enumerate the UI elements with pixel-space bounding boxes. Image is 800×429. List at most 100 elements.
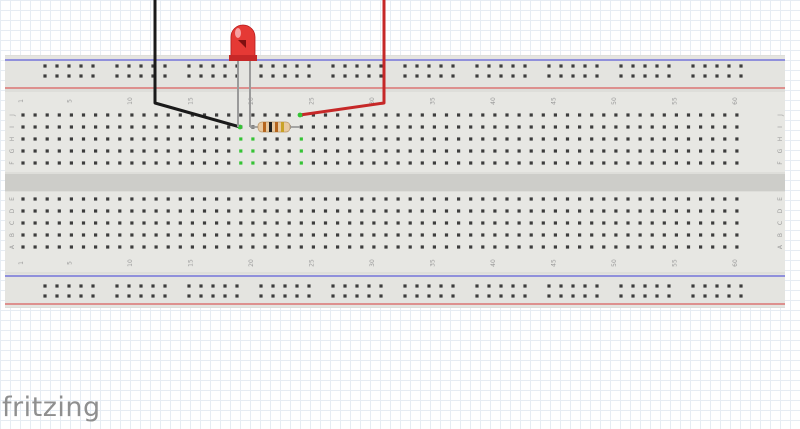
led[interactable] (229, 24, 257, 61)
breadboard-hole (650, 233, 654, 237)
breadboard-hole (420, 245, 424, 249)
breadboard-hole (614, 245, 618, 249)
rail-hole (199, 294, 203, 298)
breadboard-hole (674, 125, 678, 129)
breadboard-hole (69, 125, 73, 129)
breadboard-hole (336, 161, 340, 165)
breadboard-hole (686, 221, 691, 225)
breadboard-hole (565, 149, 570, 153)
breadboard-hole (21, 221, 25, 225)
breadboard-hole (372, 137, 376, 141)
breadboard-hole (396, 221, 400, 225)
breadboard-hole (275, 197, 279, 201)
breadboard-hole (360, 221, 364, 225)
breadboard-hole (602, 149, 606, 153)
rail-hole (451, 64, 455, 68)
breadboard-hole (626, 149, 630, 153)
breadboard-hole (723, 233, 727, 237)
breadboard-hole (311, 149, 315, 153)
breadboard-hole (348, 125, 352, 129)
breadboard-hole (553, 137, 557, 141)
breadboard-hole (299, 233, 303, 237)
breadboard-hole (553, 113, 557, 117)
breadboard-hole (94, 113, 98, 117)
breadboard-hole (481, 245, 485, 249)
rail-hole (79, 284, 83, 288)
breadboard-hole (299, 197, 303, 201)
rail-hole (559, 284, 563, 288)
breadboard-hole (529, 245, 533, 249)
breadboard-hole (287, 113, 291, 117)
breadboard-hole (578, 245, 582, 249)
resistor[interactable] (257, 121, 291, 133)
breadboard-hole (118, 209, 122, 213)
breadboard-hole (130, 209, 134, 213)
breadboard-hole (336, 137, 340, 141)
breadboard-hole (311, 161, 315, 165)
breadboard-hole (686, 233, 691, 237)
breadboard-hole (251, 197, 255, 201)
breadboard-hole (81, 197, 86, 201)
breadboard-hole (457, 125, 461, 129)
breadboard-hole (711, 137, 715, 141)
breadboard-hole (432, 161, 436, 165)
black-wire[interactable] (153, 0, 241, 129)
breadboard-hole (251, 149, 255, 153)
breadboard-hole (735, 221, 739, 225)
row-label: B (9, 233, 16, 237)
breadboard-hole (33, 197, 37, 201)
breadboard-hole (33, 113, 37, 117)
breadboard-hole (638, 149, 642, 153)
breadboard-hole (396, 197, 400, 201)
breadboard-hole (723, 245, 727, 249)
breadboard-hole (505, 221, 509, 225)
breadboard-hole (481, 233, 485, 237)
breadboard-hole (396, 233, 400, 237)
rail-hole (403, 74, 407, 78)
column-label: 5 (66, 99, 73, 103)
breadboard-hole (432, 221, 436, 225)
breadboard-hole (505, 149, 509, 153)
breadboard-hole (420, 233, 424, 237)
rail-hole (163, 294, 167, 298)
breadboard-hole (202, 125, 207, 129)
breadboard-hole (372, 245, 376, 249)
breadboard-hole (735, 113, 739, 117)
breadboard-hole (384, 113, 388, 117)
breadboard-hole (686, 245, 691, 249)
breadboard-hole (529, 197, 533, 201)
breadboard-hole (360, 209, 364, 213)
breadboard-hole (517, 113, 521, 117)
breadboard-hole (348, 221, 352, 225)
breadboard-hole (662, 233, 666, 237)
red-wire[interactable] (299, 0, 386, 117)
breadboard-hole (517, 197, 521, 201)
breadboard-hole (227, 197, 231, 201)
breadboard-hole (94, 149, 98, 153)
breadboard-hole (81, 113, 86, 117)
breadboard-hole (614, 197, 618, 201)
breadboard-hole (33, 233, 37, 237)
rail-hole (163, 284, 167, 288)
breadboard-hole (517, 221, 521, 225)
column-label: 1 (18, 99, 25, 103)
breadboard-hole (21, 125, 25, 129)
column-label: 20 (248, 259, 255, 267)
rail-hole (139, 294, 143, 298)
breadboard-hole (384, 233, 388, 237)
column-label: 50 (611, 97, 618, 105)
column-label: 30 (369, 259, 376, 267)
breadboard-hole (94, 245, 98, 249)
breadboard-hole (517, 137, 521, 141)
breadboard-hole (602, 245, 606, 249)
rail-hole (295, 284, 299, 288)
row-label: A (777, 244, 784, 249)
breadboard-hole (57, 233, 61, 237)
breadboard-hole (481, 209, 485, 213)
breadboard-hole (323, 113, 328, 117)
rail-hole (139, 74, 143, 78)
rail-hole (67, 64, 71, 68)
rail-hole (523, 64, 527, 68)
breadboard-hole (360, 197, 364, 201)
breadboard-hole (711, 221, 715, 225)
